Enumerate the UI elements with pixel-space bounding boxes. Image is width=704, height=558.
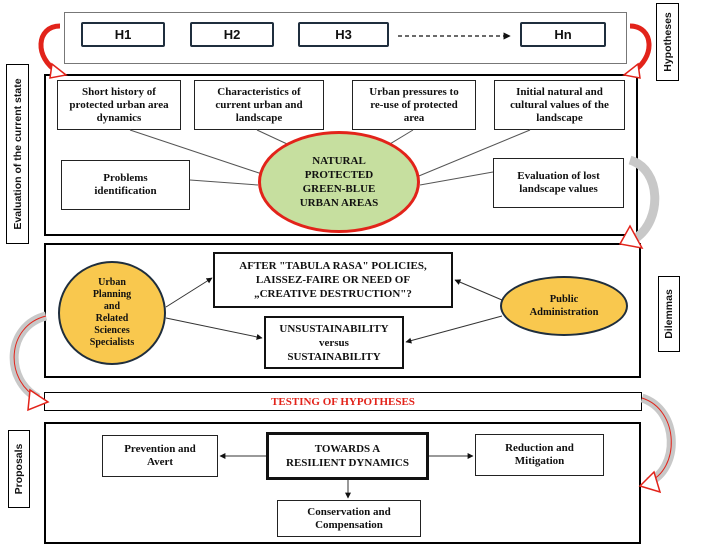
hypothesis-h2: H2 [190,22,274,47]
connector-initial [413,129,531,179]
curved-arrow-right-top [629,23,652,75]
evaluation-side-label: Evaluation of the current state [6,64,29,244]
proposal-prevention: Prevention and Avert [102,435,218,477]
curved-arrow-dilemmas-to-testing-head [27,388,50,412]
dilemma-tabula-rasa: AFTER "TABULA RASA" POLICIES, LAISSEZ-FA… [213,252,453,308]
ellipse-specialists: Urban Planning and Related Sciences Spec… [58,261,166,365]
arrow-specialists-to-d1 [165,277,213,308]
testing-bar: TESTING OF HYPOTHESES [44,392,642,411]
ellipse-natural-protected-areas: NATURAL PROTECTED GREEN-BLUE URBAN AREAS [258,131,420,233]
box-problems-identification: Problems identification [61,160,190,210]
hypotheses-side-label: Hypotheses [656,3,679,81]
curved-arrow-eval-to-dilemmas-head [618,224,644,250]
hypothesis-hn: Hn [520,22,606,47]
connector-lost-values [419,171,494,186]
proposal-conservation: Conservation and Compensation [277,500,421,537]
curved-arrow-left-top [38,23,61,75]
proposal-reduction: Reduction and Mitigation [475,434,604,476]
hypothesis-h1: H1 [81,22,165,47]
box-characteristics: Characteristics of current urban and lan… [194,80,324,130]
connector-problems [189,179,259,186]
hypothesis-h3: H3 [298,22,389,47]
curved-arrow-eval-to-dilemmas [628,155,660,242]
connector-history [129,129,266,176]
arrow-specialists-to-d2 [165,317,263,340]
testing-label: TESTING OF HYPOTHESES [271,395,415,408]
ellipse-public-administration: Public Administration [500,276,628,336]
curved-arrow-right-top-head [622,62,641,79]
arrow-admin-to-d1 [454,279,503,301]
box-evaluation-lost-values: Evaluation of lost landscape values [493,158,624,208]
curved-arrow-left-top-head [49,62,68,79]
curved-arrow-testing-to-proposals-head [638,470,662,494]
box-short-history: Short history of protected urban area dy… [57,80,181,130]
box-initial-values: Initial natural and cultural values of t… [494,80,625,130]
curved-arrow-testing-to-proposals-outline [641,397,672,483]
curved-arrow-dilemmas-to-testing-outline [13,315,47,399]
dilemma-sustainability: UNSUSTAINABILITY versus SUSTAINABILITY [264,316,404,369]
proposals-side-label: Proposals [8,430,30,508]
curved-arrow-dilemmas-to-testing [9,311,48,402]
arrow-admin-to-d2 [405,315,503,344]
curved-arrow-testing-to-proposals [640,393,676,487]
dilemmas-side-label: Dilemmas [658,276,680,352]
proposal-resilient-dynamics: TOWARDS A RESILIENT DYNAMICS [266,432,429,480]
box-urban-pressures: Urban pressures to re-use of protected a… [352,80,476,130]
